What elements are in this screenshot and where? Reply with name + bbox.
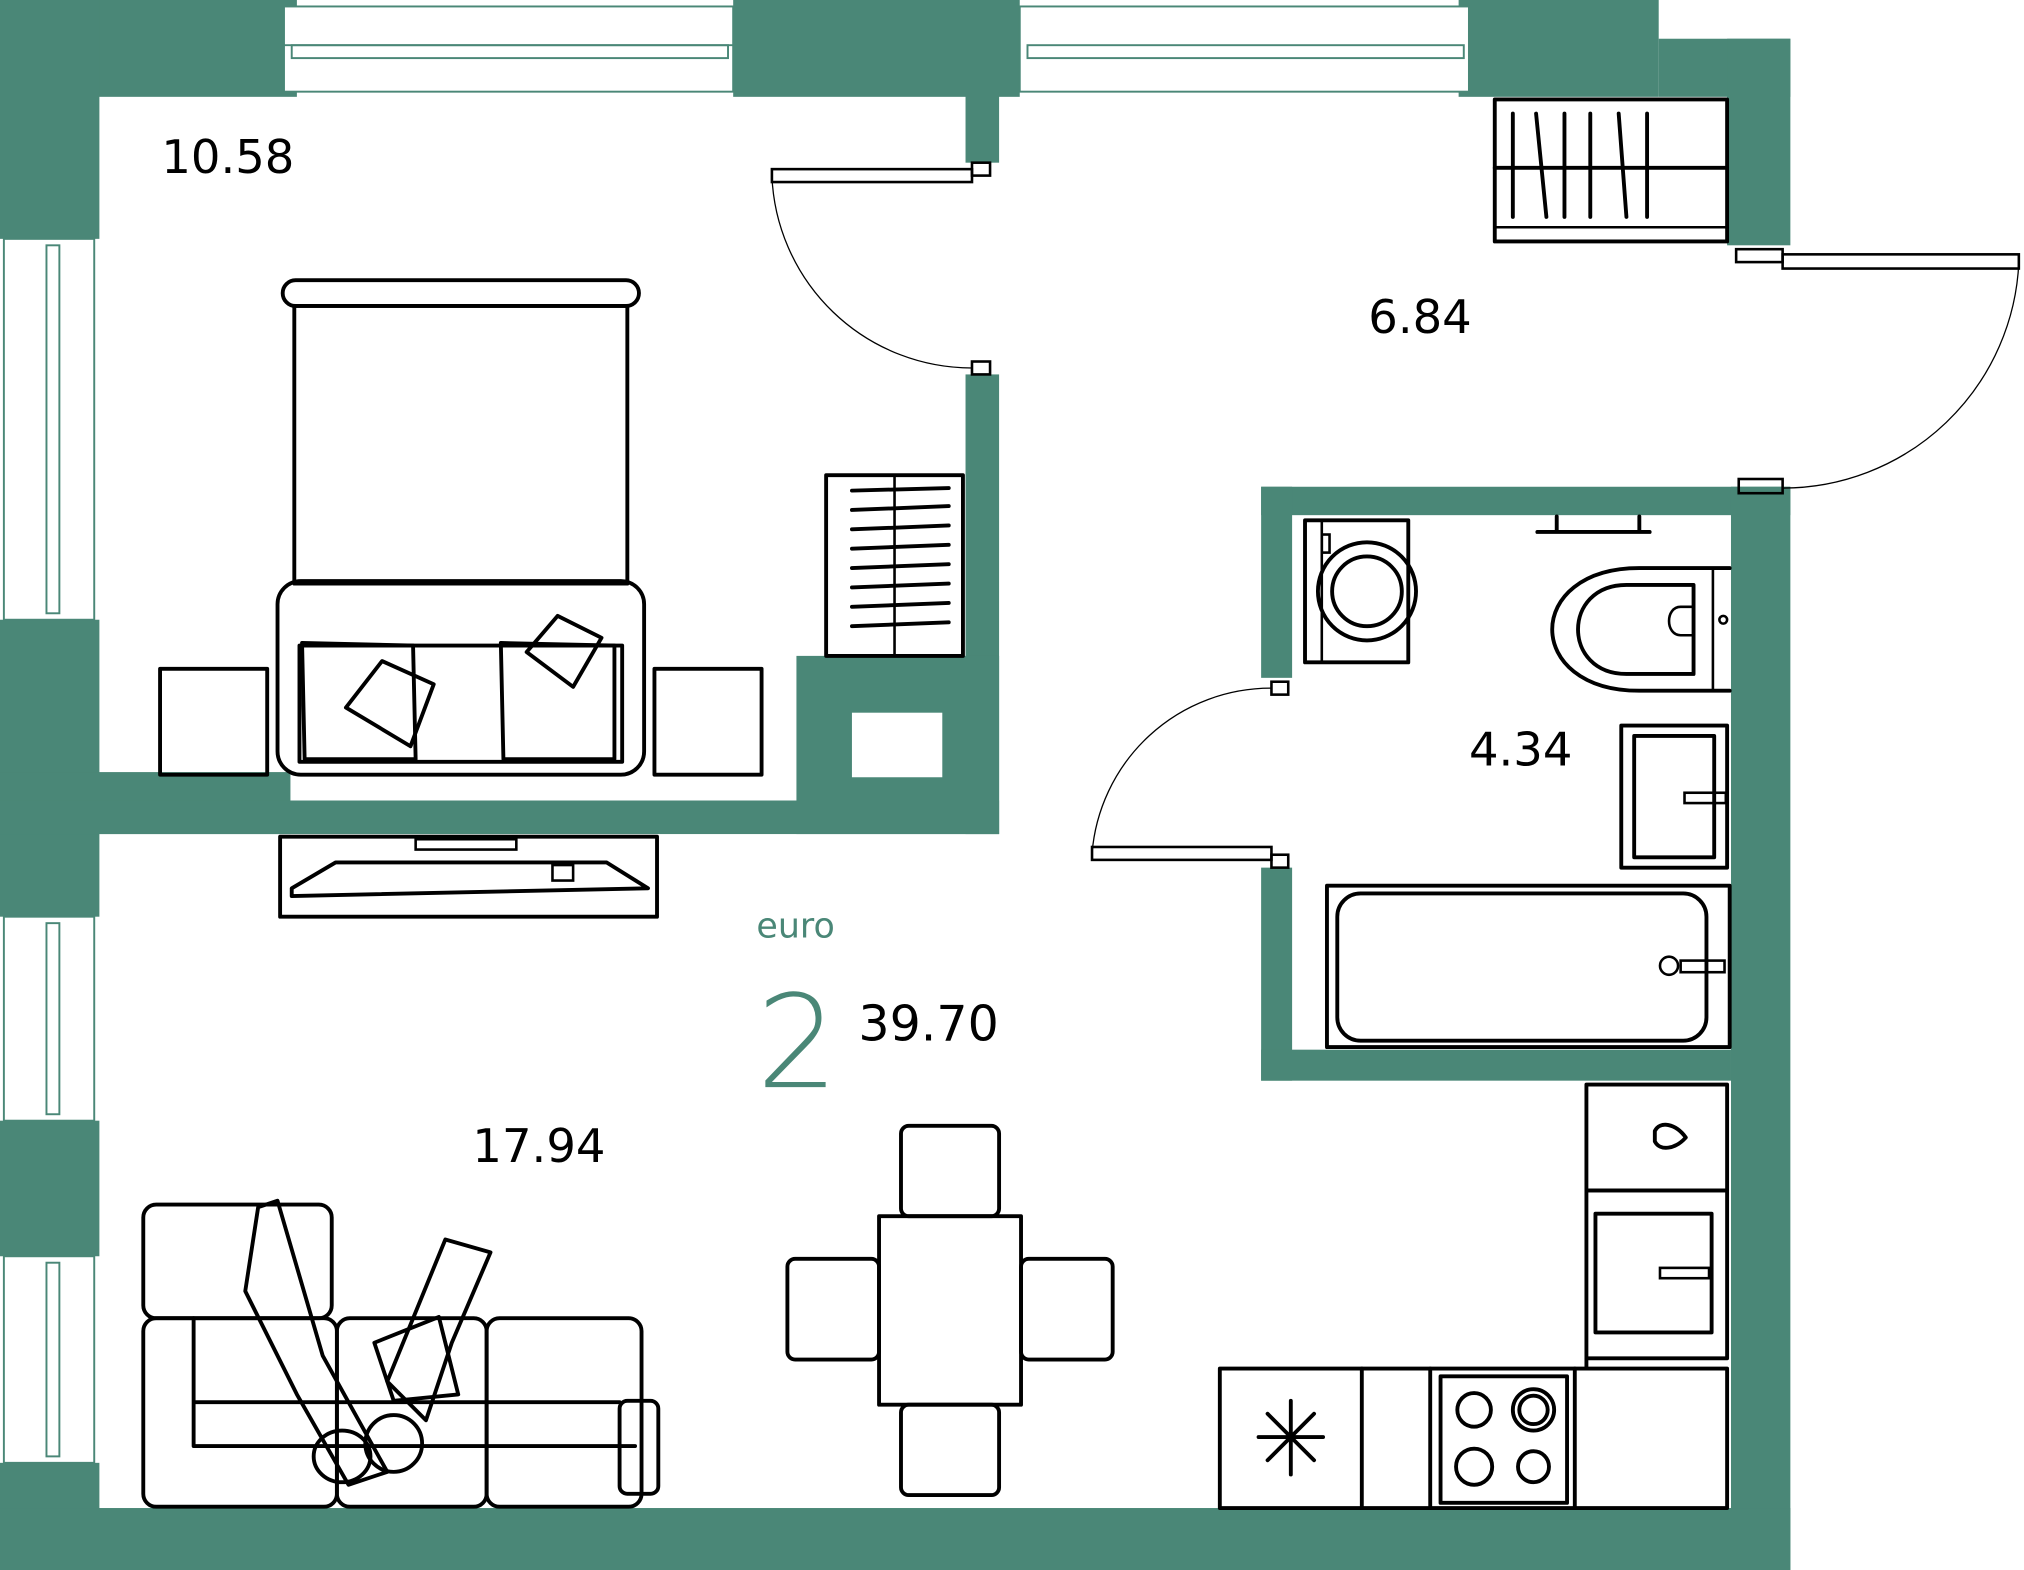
windows: [2, 5, 1470, 1464]
hallway-area-label: 6.84: [1368, 290, 1471, 344]
bathroom-sink: [1619, 723, 1730, 870]
dining-table: [785, 1123, 1115, 1498]
stove: [1438, 1374, 1569, 1505]
plan-type-label: euro: [756, 906, 834, 946]
radiator-bedroom: [824, 473, 965, 658]
rooms-count-label: 2: [756, 968, 838, 1118]
radiator-hallway: [1492, 97, 1730, 244]
tv-stand: [278, 834, 659, 919]
bed: [275, 278, 647, 777]
toilet: [1550, 566, 1732, 693]
total-area-label: 39.70: [858, 995, 998, 1053]
living-area-label: 17.94: [472, 1119, 605, 1173]
doors: [770, 161, 2021, 869]
sofa: [141, 1198, 661, 1509]
fridge-snowflake-icon: [1256, 1398, 1326, 1477]
walls: [0, 0, 1791, 1570]
bathtub: [1325, 883, 1732, 1050]
nightstand-left: [158, 666, 270, 777]
nightstand-right: [652, 666, 764, 777]
bedroom-area-label: 10.58: [161, 130, 294, 184]
washing-machine: [1303, 518, 1418, 665]
towel-rail: [1535, 514, 1652, 534]
kitchen-counter: [1217, 1082, 1730, 1510]
bathroom-area-label: 4.34: [1469, 723, 1572, 777]
